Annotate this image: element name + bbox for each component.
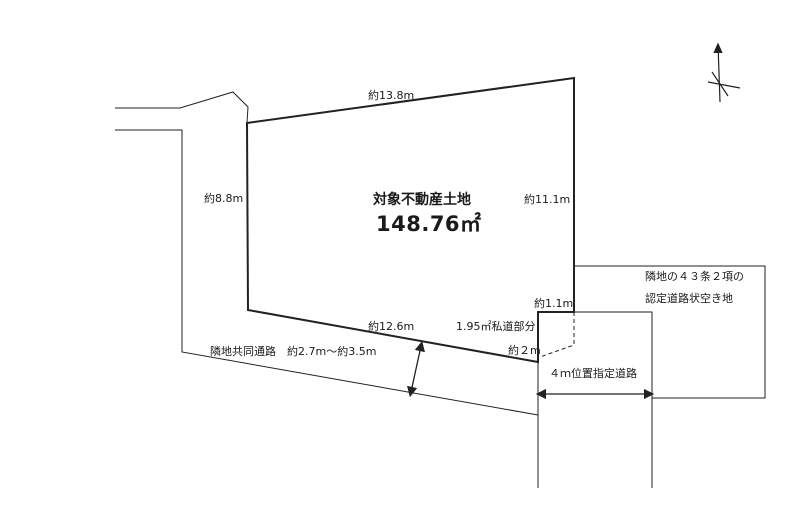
designated-road-label: ４ｍ位置指定道路 — [549, 367, 637, 380]
lot-title: 対象不動産土地 — [373, 192, 471, 208]
lot-area: 148.76㎡ — [376, 214, 482, 235]
neighbor-lot-label-line1: 隣地の４３条２項の — [645, 270, 744, 283]
shared-path-width-arrow — [407, 340, 425, 398]
neighbor-43-2-lot-boundary — [574, 265, 766, 399]
subject-lot-outline — [245, 76, 575, 364]
dim-left-label: 約8.8m — [204, 192, 244, 205]
shared-path-boundary — [115, 129, 539, 416]
lot-area-value: 148.76 — [376, 212, 461, 236]
private-road-label: 1.95㎡私道部分 — [456, 320, 536, 333]
north-arrow-icon — [707, 42, 741, 103]
designated-road-right-edge — [574, 311, 653, 488]
neighbor-lot-label-line2: 認定道路状空き地 — [645, 292, 733, 305]
neighbor-upper-left-boundary — [115, 91, 249, 124]
dim-top-label: 約13.8m — [368, 89, 415, 102]
private-road-dashed — [539, 312, 575, 358]
dim-corner-label: 約２m — [508, 344, 541, 357]
shared-path-label: 隣地共同通路 約2.7m～約3.5m — [210, 345, 377, 358]
dim-right-lower-label: 約1.1m — [534, 297, 574, 310]
dim-right-label: 約11.1m — [524, 193, 571, 206]
lot-area-unit: ㎡ — [460, 212, 482, 236]
dim-bottom-label: 約12.6m — [368, 320, 415, 333]
